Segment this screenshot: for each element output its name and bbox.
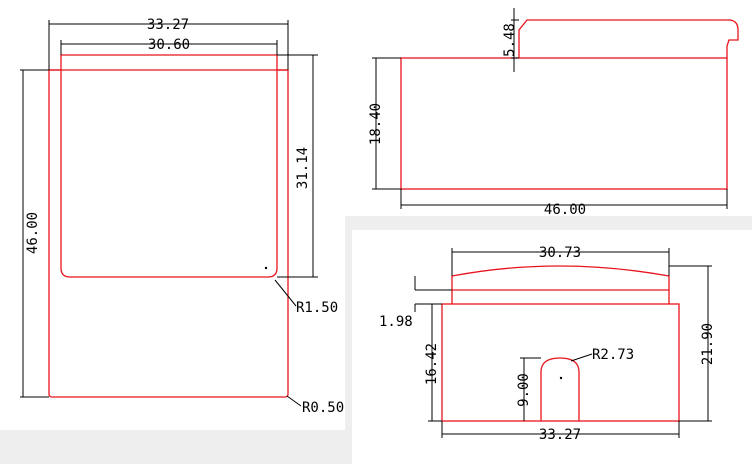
label-slot-radius: R2.73 <box>592 347 634 363</box>
label-radius-corner: R0.50 <box>302 400 344 416</box>
dim-top-width: 30.73 <box>539 245 581 261</box>
label-radius-window: R1.50 <box>296 300 338 316</box>
dim-bottom-width: 33.27 <box>539 427 581 443</box>
end-body-outline <box>441 303 680 422</box>
dim-height-window: 31.14 <box>295 147 311 189</box>
front-window-outline <box>60 54 278 278</box>
dim-width-outer: 33.27 <box>147 17 189 33</box>
end-view: 30.73 1.98 16.42 21.90 9.00 R2.73 33.27 <box>379 245 716 443</box>
front-center-mark <box>264 266 268 270</box>
dim-body-height: 16.42 <box>424 343 440 385</box>
leader-slot-radius <box>570 353 593 362</box>
side-step-outline <box>518 19 739 58</box>
dim-total-height: 21.90 <box>700 323 716 365</box>
end-top-outline <box>451 265 670 304</box>
dim-width-inner: 30.60 <box>148 37 190 53</box>
dim-lip-height: 1.98 <box>379 314 413 330</box>
end-slot-outline <box>540 357 580 421</box>
side-body-outline <box>400 57 728 190</box>
dim-body-height: 18.40 <box>368 103 384 145</box>
side-view: 5.48 18.40 46.00 <box>368 8 739 218</box>
side-view-panel <box>345 0 752 216</box>
dim-length: 46.00 <box>544 202 586 218</box>
front-outer-outline <box>48 69 289 398</box>
front-view-panel <box>0 0 345 430</box>
dim-height-total: 46.00 <box>25 212 41 254</box>
dim-step-height: 5.48 <box>502 23 518 57</box>
end-slot-center-mark <box>559 376 563 380</box>
end-view-panel <box>352 230 752 464</box>
leader-radius-corner <box>286 395 302 407</box>
dim-slot-height: 9.00 <box>516 373 532 407</box>
leader-radius-window <box>274 279 297 307</box>
front-view: 33.27 30.60 46.00 31.14 R1.50 R0.50 <box>20 17 344 416</box>
